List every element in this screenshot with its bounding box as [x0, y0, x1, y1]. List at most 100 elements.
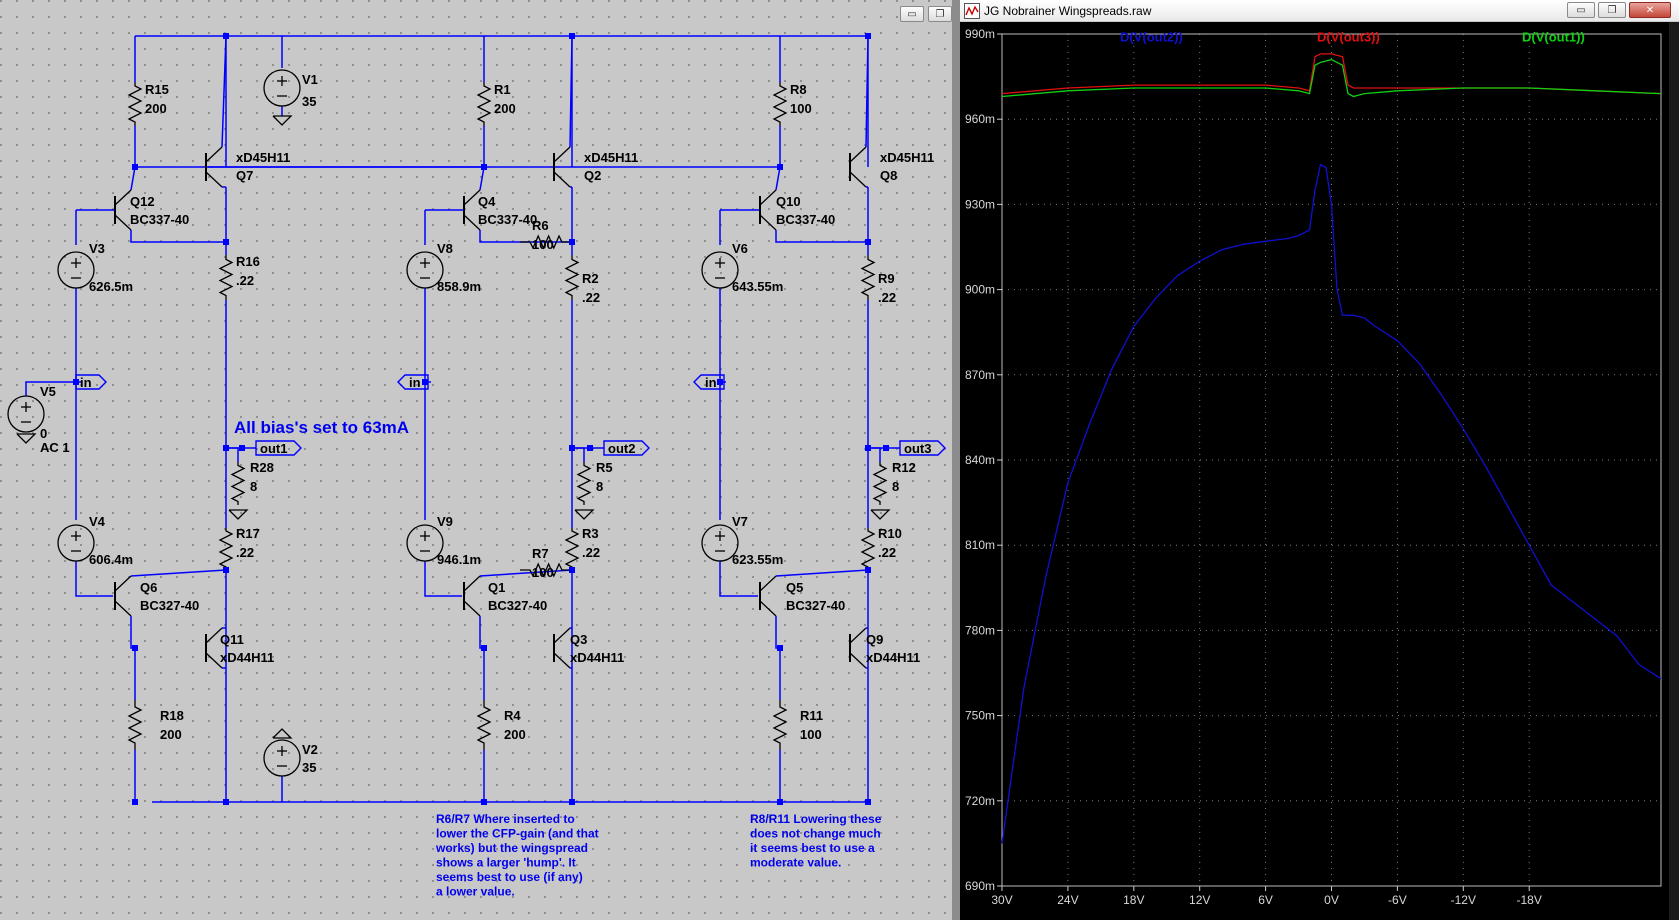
model-Q12: BC337-40 — [130, 212, 189, 227]
junction-dot — [223, 799, 229, 805]
series-line-2 — [1001, 58, 1662, 98]
label-R7: R7 — [532, 546, 549, 561]
label-R12: R12 — [892, 460, 916, 475]
model-Q3: xD44H11 — [570, 650, 624, 665]
junction-dot — [777, 645, 783, 651]
resistor-R16 — [218, 255, 234, 300]
transistor-collector-lead — [463, 189, 481, 206]
schematic-minimize-button[interactable]: ▭ — [900, 6, 924, 22]
value-R16: .22 — [236, 273, 254, 288]
ground-symbol — [574, 509, 595, 520]
model-Q2: xD45H11 — [584, 150, 638, 165]
note-r6r7-line: lower the CFP-gain (and that — [436, 827, 599, 841]
minimize-button[interactable]: ▭ — [1567, 2, 1595, 18]
wire — [130, 569, 227, 577]
wire — [775, 230, 868, 243]
model-Q7: xD45H11 — [236, 150, 290, 165]
value-V6: 643.55m — [732, 279, 783, 294]
label-R18: R18 — [160, 708, 184, 723]
window-splitter[interactable] — [952, 0, 960, 920]
value-R10: .22 — [878, 545, 896, 560]
value-R6: 100 — [532, 237, 554, 252]
transistor-emitter-lead — [205, 652, 223, 669]
y-tick-label: 720m — [965, 794, 995, 808]
label-R8: R8 — [790, 82, 807, 97]
junction-dot — [865, 239, 871, 245]
waveform-title-bar[interactable]: JG Nobrainer Wingspreads.raw ▭ ❐ ✕ — [960, 0, 1679, 22]
label-Q6: Q6 — [140, 580, 157, 595]
resistor-R6 — [520, 234, 572, 250]
plot-scrollbar[interactable] — [1669, 22, 1679, 920]
label-Q11: Q11 — [220, 632, 244, 647]
junction-dot — [569, 567, 575, 573]
value-V4: 606.4m — [89, 552, 133, 567]
legend-entry-2: D(V(out1)) — [1522, 30, 1585, 45]
x-tick-label: 12V — [1189, 893, 1210, 907]
x-tick-label: 0V — [1324, 893, 1339, 907]
note-r6r7-line: R6/R7 Where inserted to — [436, 812, 575, 826]
model-Q4: BC337-40 — [478, 212, 537, 227]
transistor-emitter-lead — [849, 171, 867, 188]
value-R15: 200 — [145, 101, 167, 116]
label-R3: R3 — [582, 526, 599, 541]
model-Q6: BC327-40 — [140, 598, 199, 613]
value-V9: 946.1m — [437, 552, 481, 567]
voltage-source-V8 — [406, 251, 444, 289]
label-Q9: Q9 — [866, 632, 883, 647]
net-out1-flag — [255, 440, 302, 456]
wire — [719, 561, 758, 597]
value-R2: .22 — [582, 290, 600, 305]
resistor-R28 — [230, 462, 246, 505]
label-R2: R2 — [582, 271, 599, 286]
value-R1: 200 — [494, 101, 516, 116]
note-r8r11-line: moderate value. — [750, 856, 841, 870]
label-V8: V8 — [437, 241, 453, 256]
close-button[interactable]: ✕ — [1629, 2, 1671, 18]
note-r6r7-line: a lower value. — [436, 885, 515, 899]
restore-button[interactable]: ❐ — [1598, 2, 1626, 18]
plot-grid — [1001, 33, 1661, 887]
label-Q10: Q10 — [776, 194, 801, 209]
legend-entry-0: D(V(out2)) — [1120, 30, 1183, 45]
value-R17: .22 — [236, 545, 254, 560]
y-tick-label: 780m — [965, 623, 995, 637]
junction-dot — [481, 645, 487, 651]
note-r6r7-line: seems best to use (if any) — [436, 870, 583, 884]
net-in-1: in — [80, 375, 92, 390]
schematic-restore-button[interactable]: ❐ — [928, 6, 952, 22]
wire — [569, 35, 573, 148]
junction-dot — [587, 445, 593, 451]
transistor-emitter-lead — [759, 600, 777, 617]
resistor-R9 — [860, 255, 876, 300]
x-tick-label: 6V — [1258, 893, 1273, 907]
value-V1: 35 — [302, 94, 316, 109]
value-V7: 623.55m — [732, 552, 783, 567]
label-V1: V1 — [302, 72, 318, 87]
wire — [130, 166, 136, 191]
resistor-R5 — [576, 462, 592, 505]
net-in-3-flag — [693, 374, 725, 390]
junction-dot — [132, 799, 138, 805]
series-line-0 — [1001, 163, 1662, 844]
note-bias: All bias's set to 63mA — [234, 418, 409, 437]
waveform-app-icon — [964, 3, 980, 19]
net-out2: out2 — [608, 441, 635, 456]
label-R11: R11 — [800, 708, 823, 723]
resistor-R3 — [564, 528, 580, 570]
transistor-collector-lead — [759, 575, 777, 592]
junction-dot — [223, 445, 229, 451]
value-V2: 35 — [302, 760, 316, 775]
transistor-emitter-lead — [553, 652, 571, 669]
wire — [221, 35, 227, 148]
resistor-R1 — [476, 82, 492, 126]
legend-entry-1: D(V(out3)) — [1317, 30, 1380, 45]
junction-dot — [239, 445, 245, 451]
voltage-source-V4 — [57, 524, 95, 562]
voltage-source-V7 — [701, 524, 739, 562]
